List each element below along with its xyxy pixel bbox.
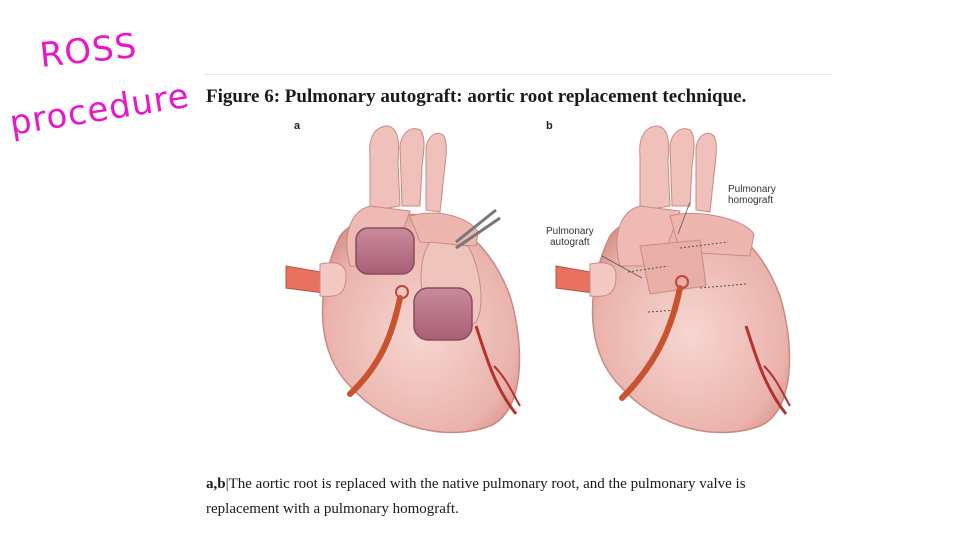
caption-line-1: a,b|The aortic root is replaced with the… [206, 472, 846, 497]
caption-line-2: replacement with a pulmonary homograft. [206, 501, 459, 517]
label-pulmonary-homograft-line1: Pulmonary [728, 184, 776, 195]
caption-separator: | [225, 476, 229, 492]
handwritten-annotation-procedure: procedure [6, 75, 193, 144]
caption-prefix: a,b [206, 476, 226, 492]
label-pulmonary-autograft-line2: autograft [550, 237, 590, 248]
heart-a [285, 125, 521, 434]
figure-top-rule [204, 74, 832, 75]
caption-text-1: The aortic root is replaced with the nat… [228, 476, 746, 492]
panel-label-b: b [546, 120, 553, 132]
heart-illustration: Pulmonary homograft Pulmonary autograft [285, 125, 791, 434]
label-pulmonary-autograft-line1: Pulmonary [546, 226, 594, 237]
pulmonary-autograft-harvest [413, 287, 473, 341]
panel-label-a: a [294, 120, 301, 132]
label-pulmonary-homograft-line2: homograft [728, 195, 773, 206]
heart-b [555, 125, 791, 434]
aortic-root-explant [355, 227, 415, 275]
handwritten-annotation-ross: ROSS [37, 25, 140, 76]
figure-caption: a,b|The aortic root is replaced with the… [206, 472, 846, 522]
figure-title: Figure 6: Pulmonary autograft: aortic ro… [206, 86, 747, 107]
